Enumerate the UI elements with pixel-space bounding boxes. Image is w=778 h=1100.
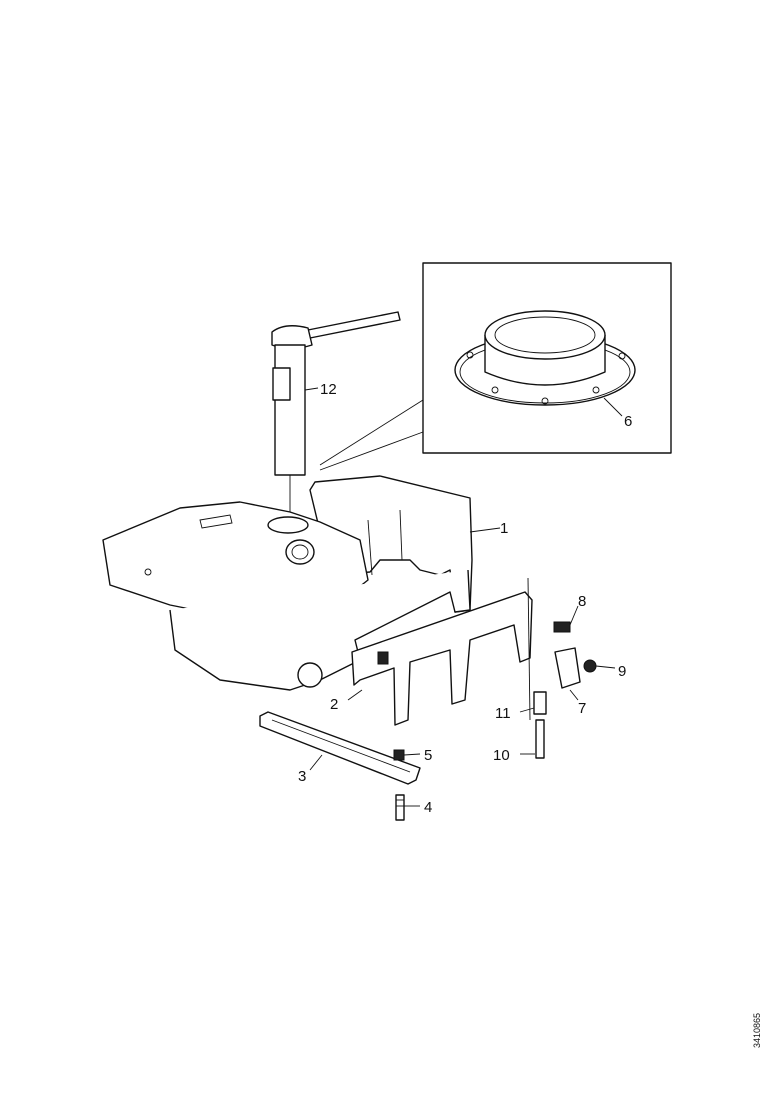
- flange-ring-part-6: [454, 310, 636, 406]
- callout-8: 8: [578, 593, 586, 610]
- fuel-sender-unit-part-12: [271, 311, 401, 515]
- bolt-part-4: [395, 794, 405, 821]
- detail-frame: [422, 262, 672, 454]
- tension-strap-part-3: [259, 711, 421, 785]
- callout-2: 2: [330, 696, 338, 713]
- callout-5: 5: [424, 747, 432, 764]
- callout-12: 12: [320, 381, 337, 398]
- nut-part-5: [393, 749, 405, 761]
- spacer-part-11: [533, 691, 547, 715]
- nut-part-9: [583, 659, 597, 673]
- clip-part-7: [554, 647, 581, 689]
- callout-10: 10: [493, 747, 510, 764]
- callout-9: 9: [618, 663, 626, 680]
- figure-reference-code: 3410865: [752, 1012, 762, 1048]
- mounting-bracket-part-2: [351, 591, 533, 726]
- bolt-part-10: [535, 719, 545, 759]
- callout-1: 1: [500, 520, 508, 537]
- callout-4: 4: [424, 799, 432, 816]
- callout-3: 3: [298, 768, 306, 785]
- callout-7: 7: [578, 700, 586, 717]
- detail-inset: [319, 262, 672, 471]
- screw-part-8: [553, 621, 571, 633]
- callout-6: 6: [624, 413, 632, 430]
- fuel-tank-part-1: [102, 475, 473, 691]
- callout-11: 11: [495, 705, 511, 722]
